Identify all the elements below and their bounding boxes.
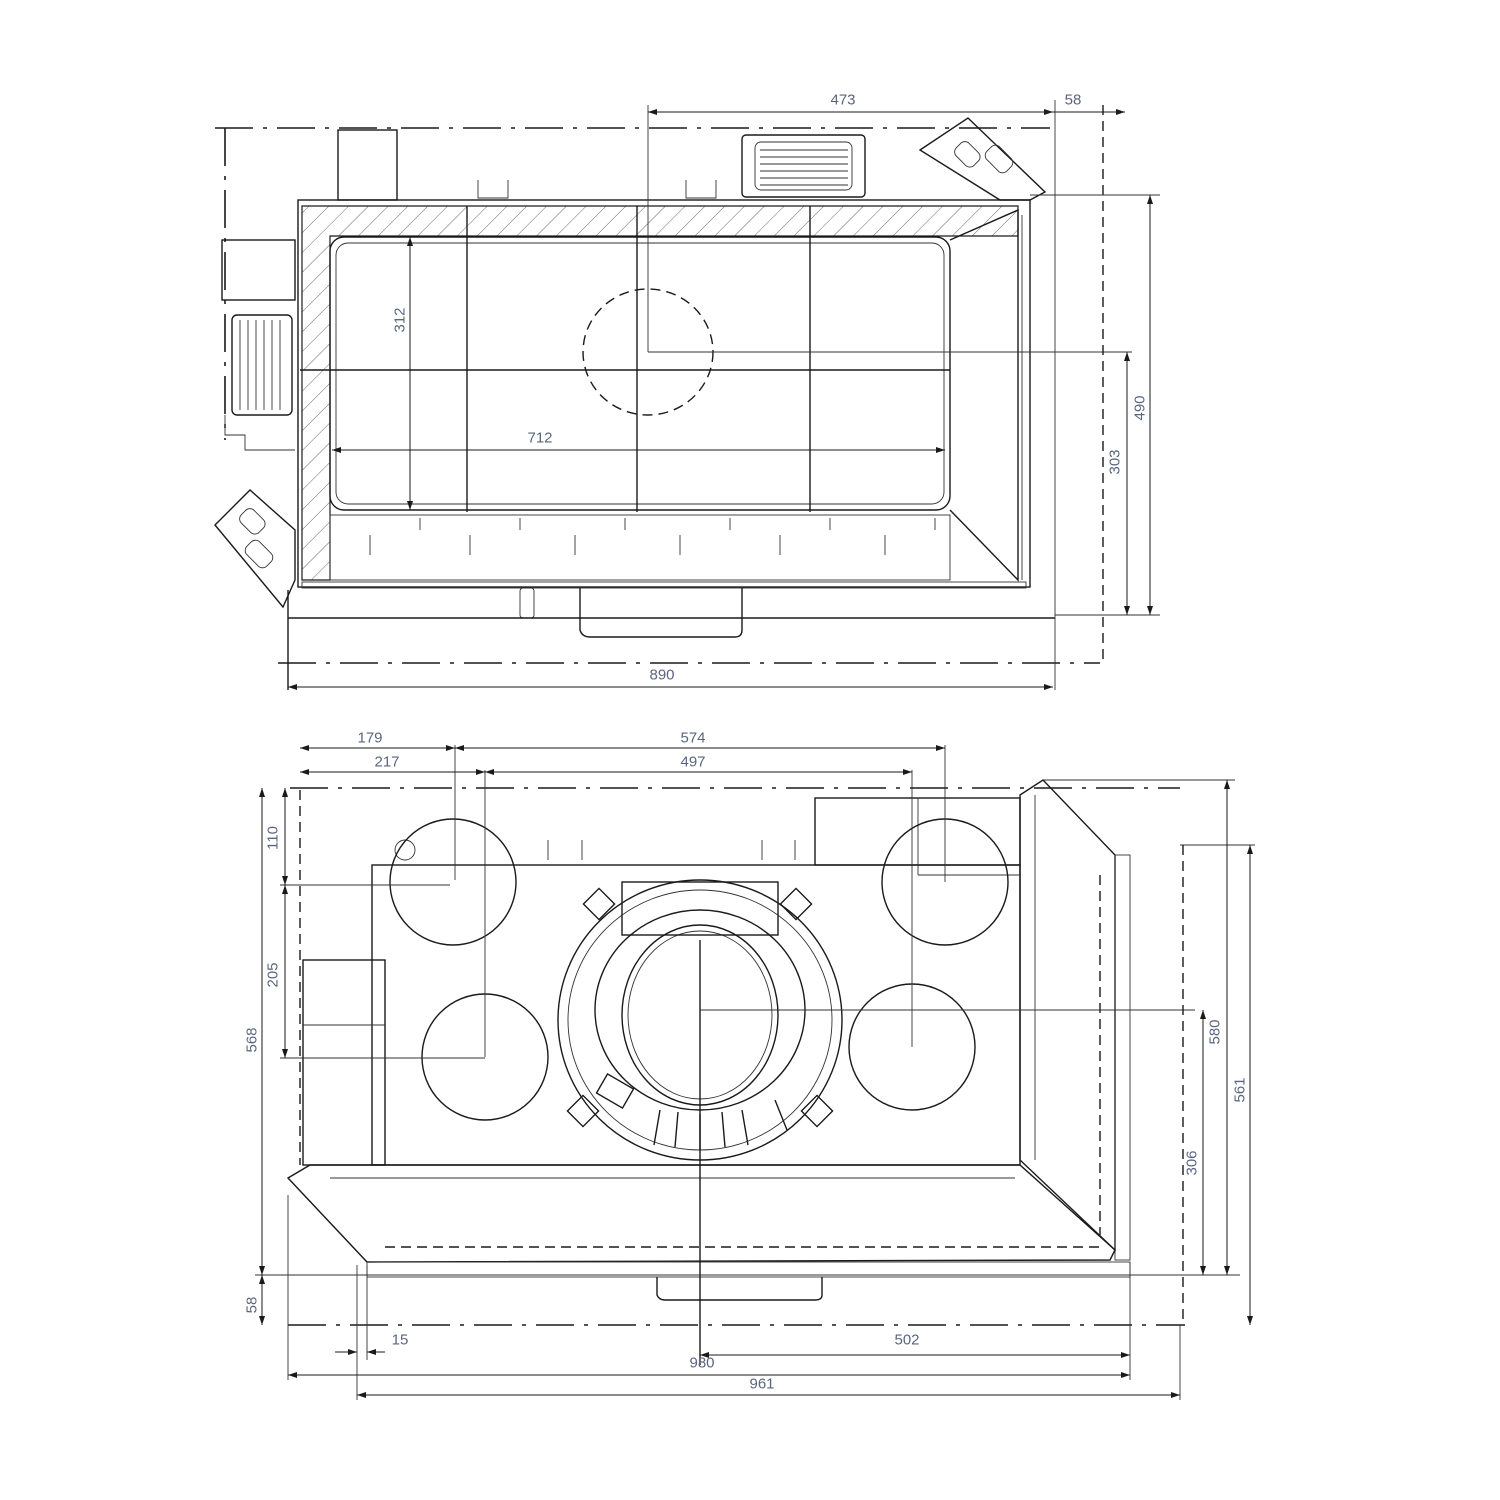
dim-890: 890 xyxy=(649,666,675,684)
dim-561: 561 xyxy=(1231,1077,1249,1103)
flue-collar xyxy=(621,881,779,936)
front-view-elevation xyxy=(255,745,1255,1400)
side-panel xyxy=(1019,779,1116,1252)
dim-312: 312 xyxy=(391,307,409,333)
dim-58-top: 58 xyxy=(1064,91,1082,109)
door-handle xyxy=(579,588,743,638)
dim-306: 306 xyxy=(1183,1150,1201,1176)
vent-grille xyxy=(754,141,853,191)
dim-58-bottom: 58 xyxy=(243,1296,261,1314)
dim-473: 473 xyxy=(830,91,856,109)
dim-110: 110 xyxy=(264,826,282,850)
corner-bracket-left xyxy=(214,489,296,609)
convection-outlet-tl xyxy=(389,818,517,946)
ash-pan-handle xyxy=(656,1277,823,1301)
glass-panel xyxy=(329,236,951,511)
dim-497: 497 xyxy=(680,753,706,771)
dim-217: 217 xyxy=(374,753,400,771)
corner-bracket-right xyxy=(918,117,1047,201)
dim-205: 205 xyxy=(264,962,282,988)
dim-490: 490 xyxy=(1131,395,1149,421)
dim-15: 15 xyxy=(391,1331,409,1349)
hearth-plate xyxy=(286,1164,1116,1263)
dim-961: 961 xyxy=(749,1375,775,1393)
dim-502: 502 xyxy=(894,1331,920,1349)
dim-980: 980 xyxy=(689,1354,715,1372)
firebox-body xyxy=(297,199,1031,588)
dim-303: 303 xyxy=(1106,449,1124,475)
dim-574: 574 xyxy=(680,729,706,747)
dim-580: 580 xyxy=(1206,1019,1224,1045)
dim-568: 568 xyxy=(243,1027,261,1053)
top-view-plan xyxy=(214,100,1160,690)
flue-box xyxy=(337,129,398,201)
dim-712: 712 xyxy=(527,429,553,447)
dim-179: 179 xyxy=(357,729,383,747)
